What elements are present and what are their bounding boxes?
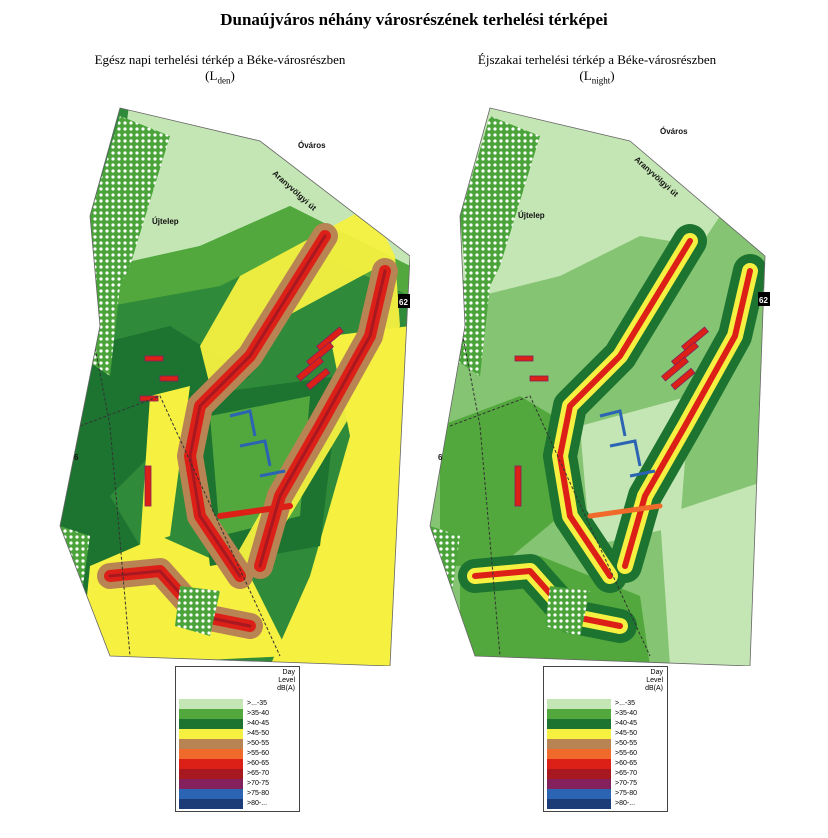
right-legend-header: Day Level dB(A) (645, 669, 663, 693)
legend-header-line: Day (650, 669, 663, 676)
legend-label: >60-65 (615, 760, 637, 767)
legend-label: >55-60 (247, 750, 269, 757)
legend-row: >50-55 (547, 739, 664, 749)
right-label-road-62: 62 (759, 296, 768, 305)
legend-swatch (179, 739, 243, 749)
legend-header-line: Day (282, 669, 295, 676)
legend-row: >80-... (179, 799, 296, 809)
legend-row: >70-75 (179, 779, 296, 789)
left-legend-header: Day Level dB(A) (277, 669, 295, 693)
right-noise-map: Óváros Újtelep Aranyvölgyi út 6 62 (420, 96, 780, 667)
legend-label: >60-65 (247, 760, 269, 767)
left-subtitle: Egész napi terhelési térkép a Béke-város… (94, 52, 346, 86)
legend-swatch (547, 749, 611, 759)
right-symbol-sub: night (591, 75, 611, 86)
legend-label: >80-... (247, 800, 268, 807)
legend-label: >35-40 (615, 710, 637, 717)
legend-row: >65-70 (179, 769, 296, 779)
right-legend: Day Level dB(A) >...-35 >35-40 >40-45 >45-5… (543, 666, 668, 812)
right-symbol: L (583, 68, 592, 83)
legend-row: >35-40 (547, 709, 664, 719)
legend-label: >65-70 (247, 770, 269, 777)
legend-swatch (179, 759, 243, 769)
legend-row: >75-80 (179, 789, 296, 799)
legend-row: >...-35 (179, 699, 296, 709)
legend-swatch (547, 739, 611, 749)
legend-swatch (179, 749, 243, 759)
legend-row: >35-40 (179, 709, 296, 719)
legend-row: >40-45 (547, 719, 664, 729)
legend-swatch (179, 769, 243, 779)
legend-swatch (179, 699, 243, 709)
legend-swatch (179, 779, 243, 789)
legend-label: >...-35 (247, 700, 268, 707)
legend-swatch (547, 769, 611, 779)
legend-row: >50-55 (179, 739, 296, 749)
legend-swatch (547, 729, 611, 739)
legend-label: >40-45 (247, 720, 269, 727)
legend-row: >75-80 (547, 789, 664, 799)
legend-row: >65-70 (547, 769, 664, 779)
legend-row: >45-50 (547, 729, 664, 739)
legend-label: >70-75 (247, 780, 269, 787)
legend-row: >70-75 (547, 779, 664, 789)
legend-label: >65-70 (615, 770, 637, 777)
legend-header-line: dB(A) (645, 685, 663, 692)
legend-row: >60-65 (179, 759, 296, 769)
legend-label: >70-75 (615, 780, 637, 787)
legend-swatch (547, 779, 611, 789)
left-symbol: L (209, 68, 218, 83)
legend-label: >40-45 (615, 720, 637, 727)
legend-row: >80-... (547, 799, 664, 809)
left-symbol-sub: den (217, 75, 231, 86)
right-label-ujtelep: Újtelep (518, 211, 545, 220)
legend-label: >50-55 (615, 740, 637, 747)
legend-row: >40-45 (179, 719, 296, 729)
left-legend: Day Level dB(A) >...-35 >35-40 >40-45 >45-5… (175, 666, 300, 812)
right-subtitle-text: Éjszakai terhelési térkép a Béke-városré… (477, 52, 717, 67)
left-subtitle-text: Egész napi terhelési térkép a Béke-város… (94, 52, 346, 67)
left-label-ovaros: Óváros (298, 141, 326, 150)
legend-swatch (547, 699, 611, 709)
left-noise-map: Óváros Újtelep Aranyvölgyi út 6 62 (50, 96, 411, 667)
legend-swatch (179, 719, 243, 729)
left-label-road-62: 62 (399, 298, 408, 307)
legend-swatch (179, 789, 243, 799)
legend-label: >45-50 (247, 730, 269, 737)
legend-swatch (547, 709, 611, 719)
legend-row: >55-60 (547, 749, 664, 759)
legend-row: >...-35 (547, 699, 664, 709)
legend-label: >55-60 (615, 750, 637, 757)
legend-row: >60-65 (547, 759, 664, 769)
legend-swatch (547, 719, 611, 729)
legend-swatch (547, 759, 611, 769)
legend-label: >75-80 (247, 790, 269, 797)
legend-header-line: Level (646, 677, 663, 684)
legend-swatch (179, 729, 243, 739)
legend-label: >75-80 (615, 790, 637, 797)
legend-row: >45-50 (179, 729, 296, 739)
legend-header-line: dB(A) (277, 685, 295, 692)
legend-row: >55-60 (179, 749, 296, 759)
legend-swatch (179, 799, 243, 809)
legend-label: >35-40 (247, 710, 269, 717)
page-title: Dunaújváros néhány városrészének terhelé… (220, 10, 608, 29)
legend-label: >80-... (615, 800, 636, 807)
right-subtitle: Éjszakai terhelési térkép a Béke-városré… (477, 52, 717, 86)
legend-swatch (547, 789, 611, 799)
legend-swatch (179, 709, 243, 719)
legend-label: >50-55 (247, 740, 269, 747)
legend-header-line: Level (278, 677, 295, 684)
left-label-ujtelep: Újtelep (152, 217, 179, 226)
right-label-road-6: 6 (438, 453, 443, 462)
legend-label: >45-50 (615, 730, 637, 737)
left-label-road-6: 6 (74, 453, 79, 462)
legend-label: >...-35 (615, 700, 636, 707)
right-label-ovaros: Óváros (660, 127, 688, 136)
legend-swatch (547, 799, 611, 809)
